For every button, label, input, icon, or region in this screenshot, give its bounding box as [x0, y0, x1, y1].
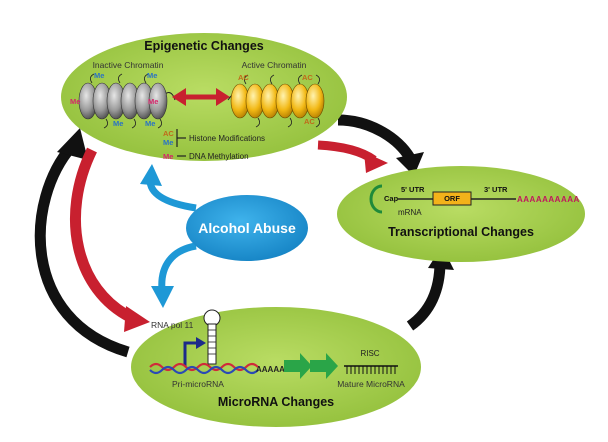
mature-microrna-label: Mature MicroRNA [337, 379, 405, 389]
me-mark-3: Me [70, 97, 80, 106]
arrowhead-transcriptional-red [364, 152, 388, 173]
ac-mark-1: AC [238, 73, 249, 82]
utr3-label: 3' UTR [484, 185, 508, 194]
me-mark-4: Me [148, 97, 158, 106]
risc-label: RISC [360, 349, 379, 358]
hairpin-icon [203, 309, 221, 365]
alcohol-arrowhead-down [151, 286, 174, 308]
me-mark-2: Me [147, 71, 157, 80]
chromatin-switch-arrow [172, 88, 230, 106]
mrna-polya: AAAAAAAAAA [517, 195, 580, 204]
arrowhead-transcriptional-black [396, 152, 424, 176]
cap-icon [369, 184, 383, 214]
green-arrow-1 [284, 353, 312, 379]
ac-mark-3: AC [304, 117, 315, 126]
mature-microrna-icon [344, 365, 398, 374]
inactive-chromatin [78, 73, 176, 129]
legend-ac: AC [163, 129, 174, 138]
green-arrow-2 [310, 353, 338, 379]
arrow-micro-to-transcriptional [406, 261, 446, 331]
inactive-chromatin-label: Inactive Chromatin [93, 60, 164, 70]
alcohol-arrow-down [158, 242, 197, 291]
me-mark-6: Me [145, 119, 155, 128]
alcohol-abuse-ellipse [186, 195, 308, 261]
pri-polya: AAAAAA [256, 365, 291, 374]
promoter-arrow-icon [183, 337, 206, 366]
mrna-label: mRNA [398, 208, 422, 217]
me-mark-1: Me [94, 71, 104, 80]
active-chromatin [227, 74, 325, 128]
arrowhead-micro-left [124, 306, 150, 332]
me-mark-5: Me [113, 119, 123, 128]
pri-microrna-strand-red [149, 362, 259, 372]
cap-label: Cap [384, 194, 399, 203]
active-chromatin-label: Active Chromatin [242, 60, 307, 70]
orf-label: ORF [444, 194, 460, 203]
rna-pol-label: RNA pol 11 [151, 320, 194, 330]
transcriptional-title: Transcriptional Changes [388, 225, 534, 239]
arrow-epigenetic-to-transcriptional-black [337, 114, 415, 162]
orf-box [432, 191, 472, 206]
epigenetic-title: Epigenetic Changes [144, 39, 264, 53]
pri-microrna-label: Pri-microRNA [172, 379, 224, 389]
pri-microrna-strand-blue [149, 365, 259, 375]
legend-me-histone: Me [163, 138, 173, 147]
utr5-label: 5' UTR [401, 185, 425, 194]
arrowhead-epigenetic-left [57, 128, 88, 160]
arrow-epigenetic-to-micro [69, 147, 135, 323]
alcohol-arrowhead-up [140, 164, 162, 186]
legend-histone-label: Histone Modifications [189, 134, 265, 143]
arrow-micro-to-epigenetic [34, 142, 130, 358]
microrna-title: MicroRNA Changes [218, 395, 334, 409]
alcohol-abuse-label: Alcohol Abuse [198, 220, 296, 236]
legend-me-dna: Me [163, 152, 173, 161]
legend-dna-label: DNA Methylation [189, 152, 249, 161]
transcriptional-ellipse [337, 166, 585, 262]
microrna-ellipse [131, 307, 421, 427]
ac-mark-2: AC [302, 73, 313, 82]
